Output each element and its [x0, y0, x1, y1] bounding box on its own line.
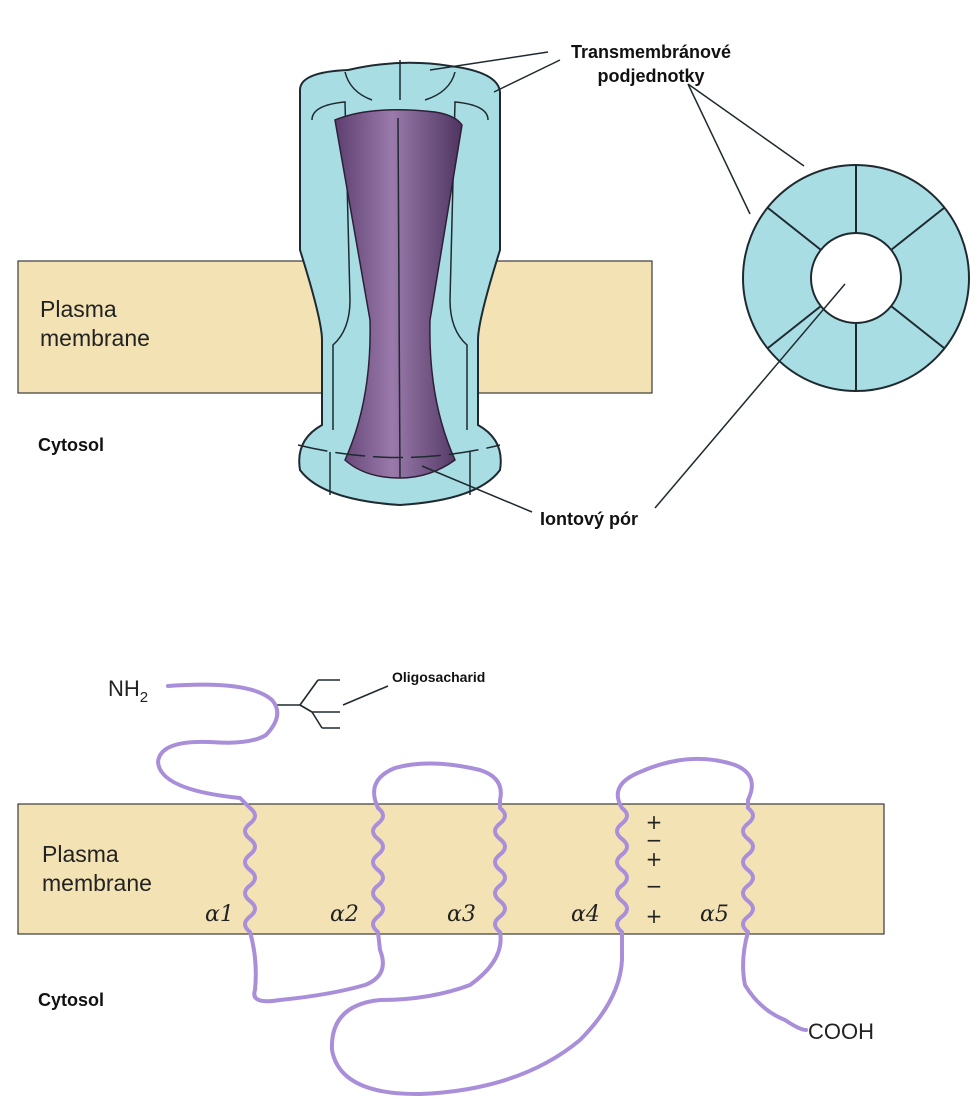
top-membrane-label-line2: membrane — [40, 325, 150, 351]
subunits-label-line2: podjednotky — [598, 66, 705, 86]
bottom-seams — [329, 452, 471, 495]
helix-label-a1: α1 — [205, 902, 234, 927]
subunits-label-line1: Transmembránové — [571, 42, 731, 62]
helix-label-a4: α4 — [571, 902, 600, 927]
channel-cross-section — [742, 164, 970, 392]
subunit-contour-right — [449, 101, 489, 430]
pore-label: Iontový pór — [540, 509, 638, 529]
top-membrane-label-line1: Plasma — [40, 296, 117, 322]
ring-dividers — [767, 165, 945, 391]
channel-3d-view — [297, 60, 502, 507]
bottom-membrane-label-line2: membrane — [42, 870, 152, 896]
bottom-membrane — [17, 803, 885, 935]
oligosaccharide — [276, 679, 389, 729]
n-terminus-label: NH2 — [108, 676, 148, 706]
subunit-contour-left — [311, 101, 351, 430]
charge-5: + — [646, 904, 663, 928]
bottom-membrane-label-line1: Plasma — [42, 841, 119, 867]
charge-3: + — [646, 847, 663, 871]
n-terminus-base: NH — [108, 676, 140, 701]
helix-label-a2: α2 — [330, 902, 359, 927]
charge-2: − — [646, 828, 663, 852]
oligosaccharide-label: Oligosacharid — [392, 669, 485, 685]
helix-label-a5: α5 — [700, 902, 729, 927]
bottom-cytosol-label: Cytosol — [38, 990, 104, 1010]
charge-4: − — [646, 874, 663, 898]
helix-label-a3: α3 — [447, 902, 476, 927]
top-cap-seams — [344, 60, 456, 101]
top-cytosol-label: Cytosol — [38, 435, 104, 455]
polypeptide-chain — [156, 682, 808, 1097]
charge-1: + — [646, 810, 663, 834]
pore-seam — [397, 117, 401, 479]
c-terminus-label: COOH — [808, 1019, 874, 1044]
bottom-rim — [297, 444, 501, 459]
top-leader-lines — [421, 51, 846, 513]
n-terminus-subscript: 2 — [140, 689, 148, 706]
